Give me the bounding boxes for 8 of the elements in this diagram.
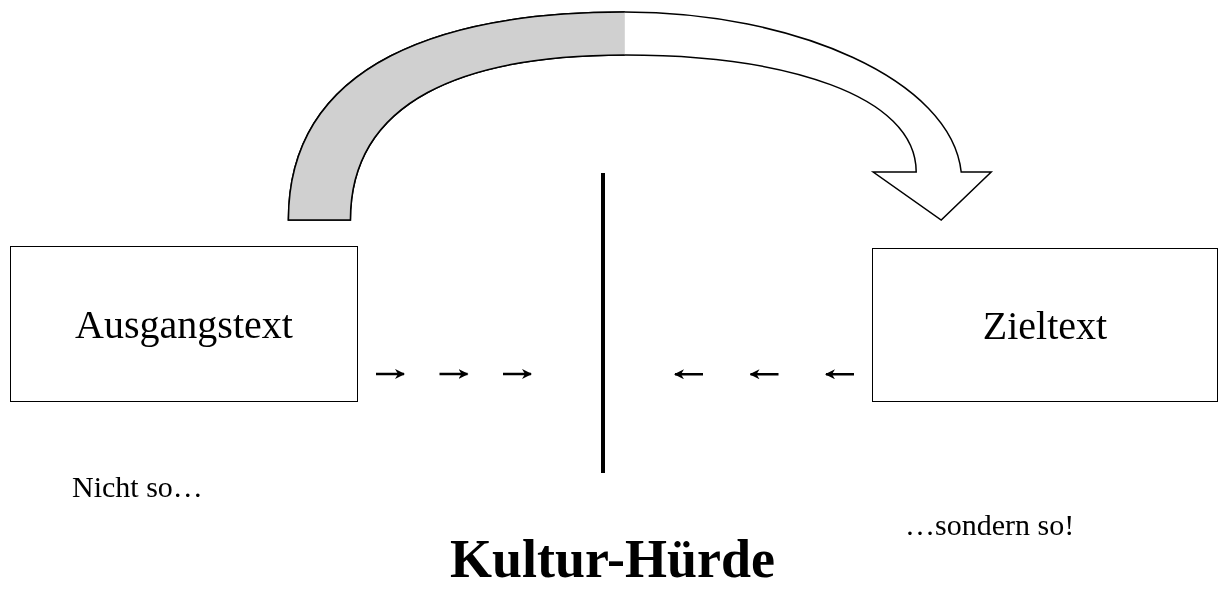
box-label: Ausgangstext — [75, 300, 293, 348]
curved-arrow — [287, 11, 992, 221]
caption-text: …sondern so! — [905, 508, 1075, 542]
text-box — [10, 246, 358, 402]
caption-text: Nicht so… — [72, 470, 203, 504]
box-label: Zieltext — [982, 301, 1108, 349]
text-box — [872, 248, 1218, 402]
diagram-title: Kultur-Hürde — [449, 528, 776, 590]
